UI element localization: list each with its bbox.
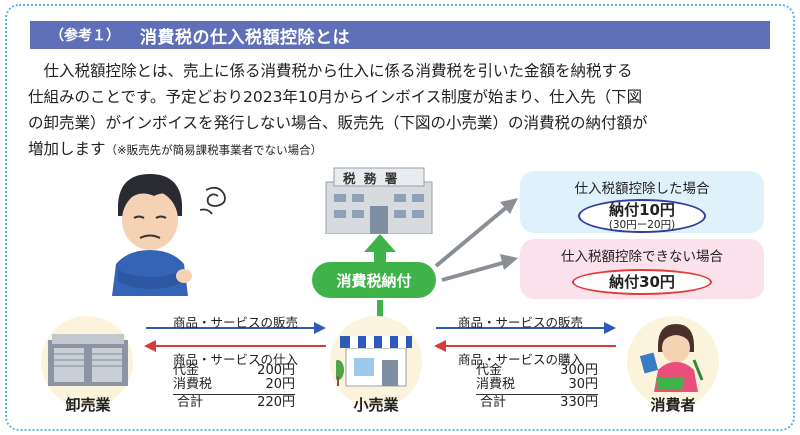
explanation-line: 仕入税額控除とは、売上に係る消費税から仕入に係る消費税を引いた金額を納税する	[43, 62, 633, 80]
table-label: 代金	[476, 363, 503, 378]
tax-office-building-icon	[325, 167, 433, 234]
consumer-label: 消費者	[650, 396, 696, 414]
store-icon	[336, 336, 412, 387]
case-not-deducted-payment: 納付30円	[609, 272, 675, 291]
left-flow-arrows	[144, 322, 326, 352]
table-value: 200円	[257, 363, 295, 378]
explanation-line: 仕組みのことです。予定どおり2023年10月からインボイス制度が始まり、仕入先（…	[28, 88, 643, 106]
title-bar: （参考１） 消費税の仕入税額控除とは	[30, 21, 770, 49]
table-value: 20円	[265, 377, 295, 392]
tax-payment-bubble: 消費税納付	[312, 262, 436, 298]
table-value: 300円	[560, 363, 598, 378]
table-value: 220円	[257, 395, 295, 410]
table-label: 合計	[480, 395, 507, 410]
explanation-note: （※販売先が簡易課税事業者でない場合）	[105, 143, 323, 157]
case-deducted-box: 仕入税額控除した場合 納付10円 (30円ー20円)	[520, 171, 764, 233]
case-deducted-payment: 納付10円	[609, 200, 675, 219]
explanation-line: の卸売業）がインボイスを発行しない場合、販売先（下図の小売業）の消費税の納付額が	[28, 114, 648, 132]
right-price-table: 代金 300円 消費税 30円 合計 330円	[476, 364, 598, 410]
right-sale-label: 商品・サービスの販売	[458, 315, 584, 330]
table-value: 330円	[560, 395, 598, 410]
case-not-deducted-title: 仕入税額控除できない場合	[561, 249, 723, 265]
case-deducted-oval: 納付10円 (30円ー20円)	[578, 199, 706, 233]
gray-arrows	[434, 198, 518, 282]
left-purchase-label: 商品・サービスの仕入	[173, 352, 299, 367]
tax-office-sign: 税 務 署	[343, 171, 400, 186]
explanation-line: 増加します	[28, 140, 106, 158]
table-label: 合計	[177, 395, 204, 410]
wholesaler-label: 卸売業	[65, 396, 111, 414]
payment-arrow-up	[364, 234, 396, 320]
table-label: 消費税	[173, 377, 213, 392]
shopper-icon	[640, 324, 704, 392]
page-title: 消費税の仕入税額控除とは	[140, 27, 350, 48]
retailer-label: 小売業	[353, 396, 399, 414]
case-deducted-calc: (30円ー20円)	[608, 218, 676, 231]
worried-person-illustration	[112, 174, 226, 296]
panel-frame	[5, 4, 795, 431]
reference-tag: （参考１）	[50, 28, 120, 44]
right-purchase-label: 商品・サービスの購入	[458, 352, 584, 367]
left-sale-label: 商品・サービスの販売	[173, 315, 299, 330]
case-deducted-title: 仕入税額控除した場合	[574, 181, 710, 197]
right-flow-arrows	[434, 322, 616, 352]
explanation-text: 仕入税額控除とは、売上に係る消費税から仕入に係る消費税を引いた金額を納税する 仕…	[28, 58, 773, 163]
case-not-deducted-box: 仕入税額控除できない場合 納付30円	[520, 239, 764, 299]
confusion-swirl-icon	[199, 186, 226, 215]
table-label: 消費税	[476, 377, 516, 392]
left-price-table: 代金 200円 消費税 20円 合計 220円	[173, 364, 295, 410]
case-not-deducted-oval: 納付30円	[572, 269, 712, 295]
table-value: 30円	[568, 377, 598, 392]
table-label: 代金	[173, 363, 200, 378]
warehouse-icon	[48, 334, 128, 386]
